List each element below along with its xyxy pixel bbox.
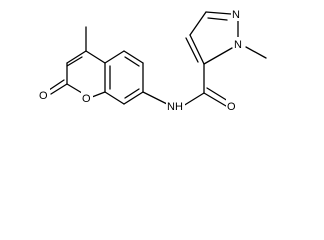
bond-c7-c8-inner: [124, 88, 140, 99]
bond-c2-o1: [66, 83, 83, 94]
bonds: [48, 11, 267, 107]
carbonyl-oxygen-label: O: [39, 90, 48, 102]
bond-c8-c8a: [104, 91, 125, 105]
amide-nh-label: NH: [167, 101, 183, 113]
bond-nh-carbonyl-c: [182, 92, 205, 107]
bond-n1-methyl: [245, 46, 267, 59]
bond-c3-n2-pyrazole-double: [207, 17, 228, 21]
pyrazole-n1-label: N: [234, 39, 242, 51]
chemical-structure-diagram: O O NH O N N: [38, 7, 267, 113]
bond-c4-c4a: [85, 50, 106, 64]
bond-c3-n2-pyrazole: [205, 11, 232, 15]
bond-c5-c6: [123, 50, 144, 64]
bond-c7-c8: [123, 91, 144, 105]
bond-n1-c5-pyrazole: [203, 47, 233, 65]
bond-c4-c3: [66, 50, 87, 64]
amide-oxygen-label: O: [227, 101, 236, 113]
bond-c5-c6-inner: [124, 56, 140, 67]
bond-c5-c4-pyrazole: [189, 34, 205, 65]
atom-labels: O O NH O N N: [38, 7, 245, 113]
bond-c2-carbonyl-o-double: [48, 79, 65, 91]
bond-amide-c-o-double: [206, 87, 229, 102]
bond-amide-c-o: [203, 92, 227, 107]
bond-c4-c3-pyrazole: [189, 11, 207, 36]
bond-c2-carbonyl-o: [50, 83, 68, 95]
ring-oxygen-label: O: [82, 93, 91, 105]
bond-c4a-c5: [104, 50, 125, 64]
bond-c3-c4-double: [66, 56, 83, 67]
bond-c5-c4-pyrazole-double: [185, 37, 199, 63]
pyrazole-n2-label: N: [232, 9, 240, 21]
bond-c7-nh: [142, 91, 168, 105]
bond-o1-c8a: [91, 91, 106, 98]
